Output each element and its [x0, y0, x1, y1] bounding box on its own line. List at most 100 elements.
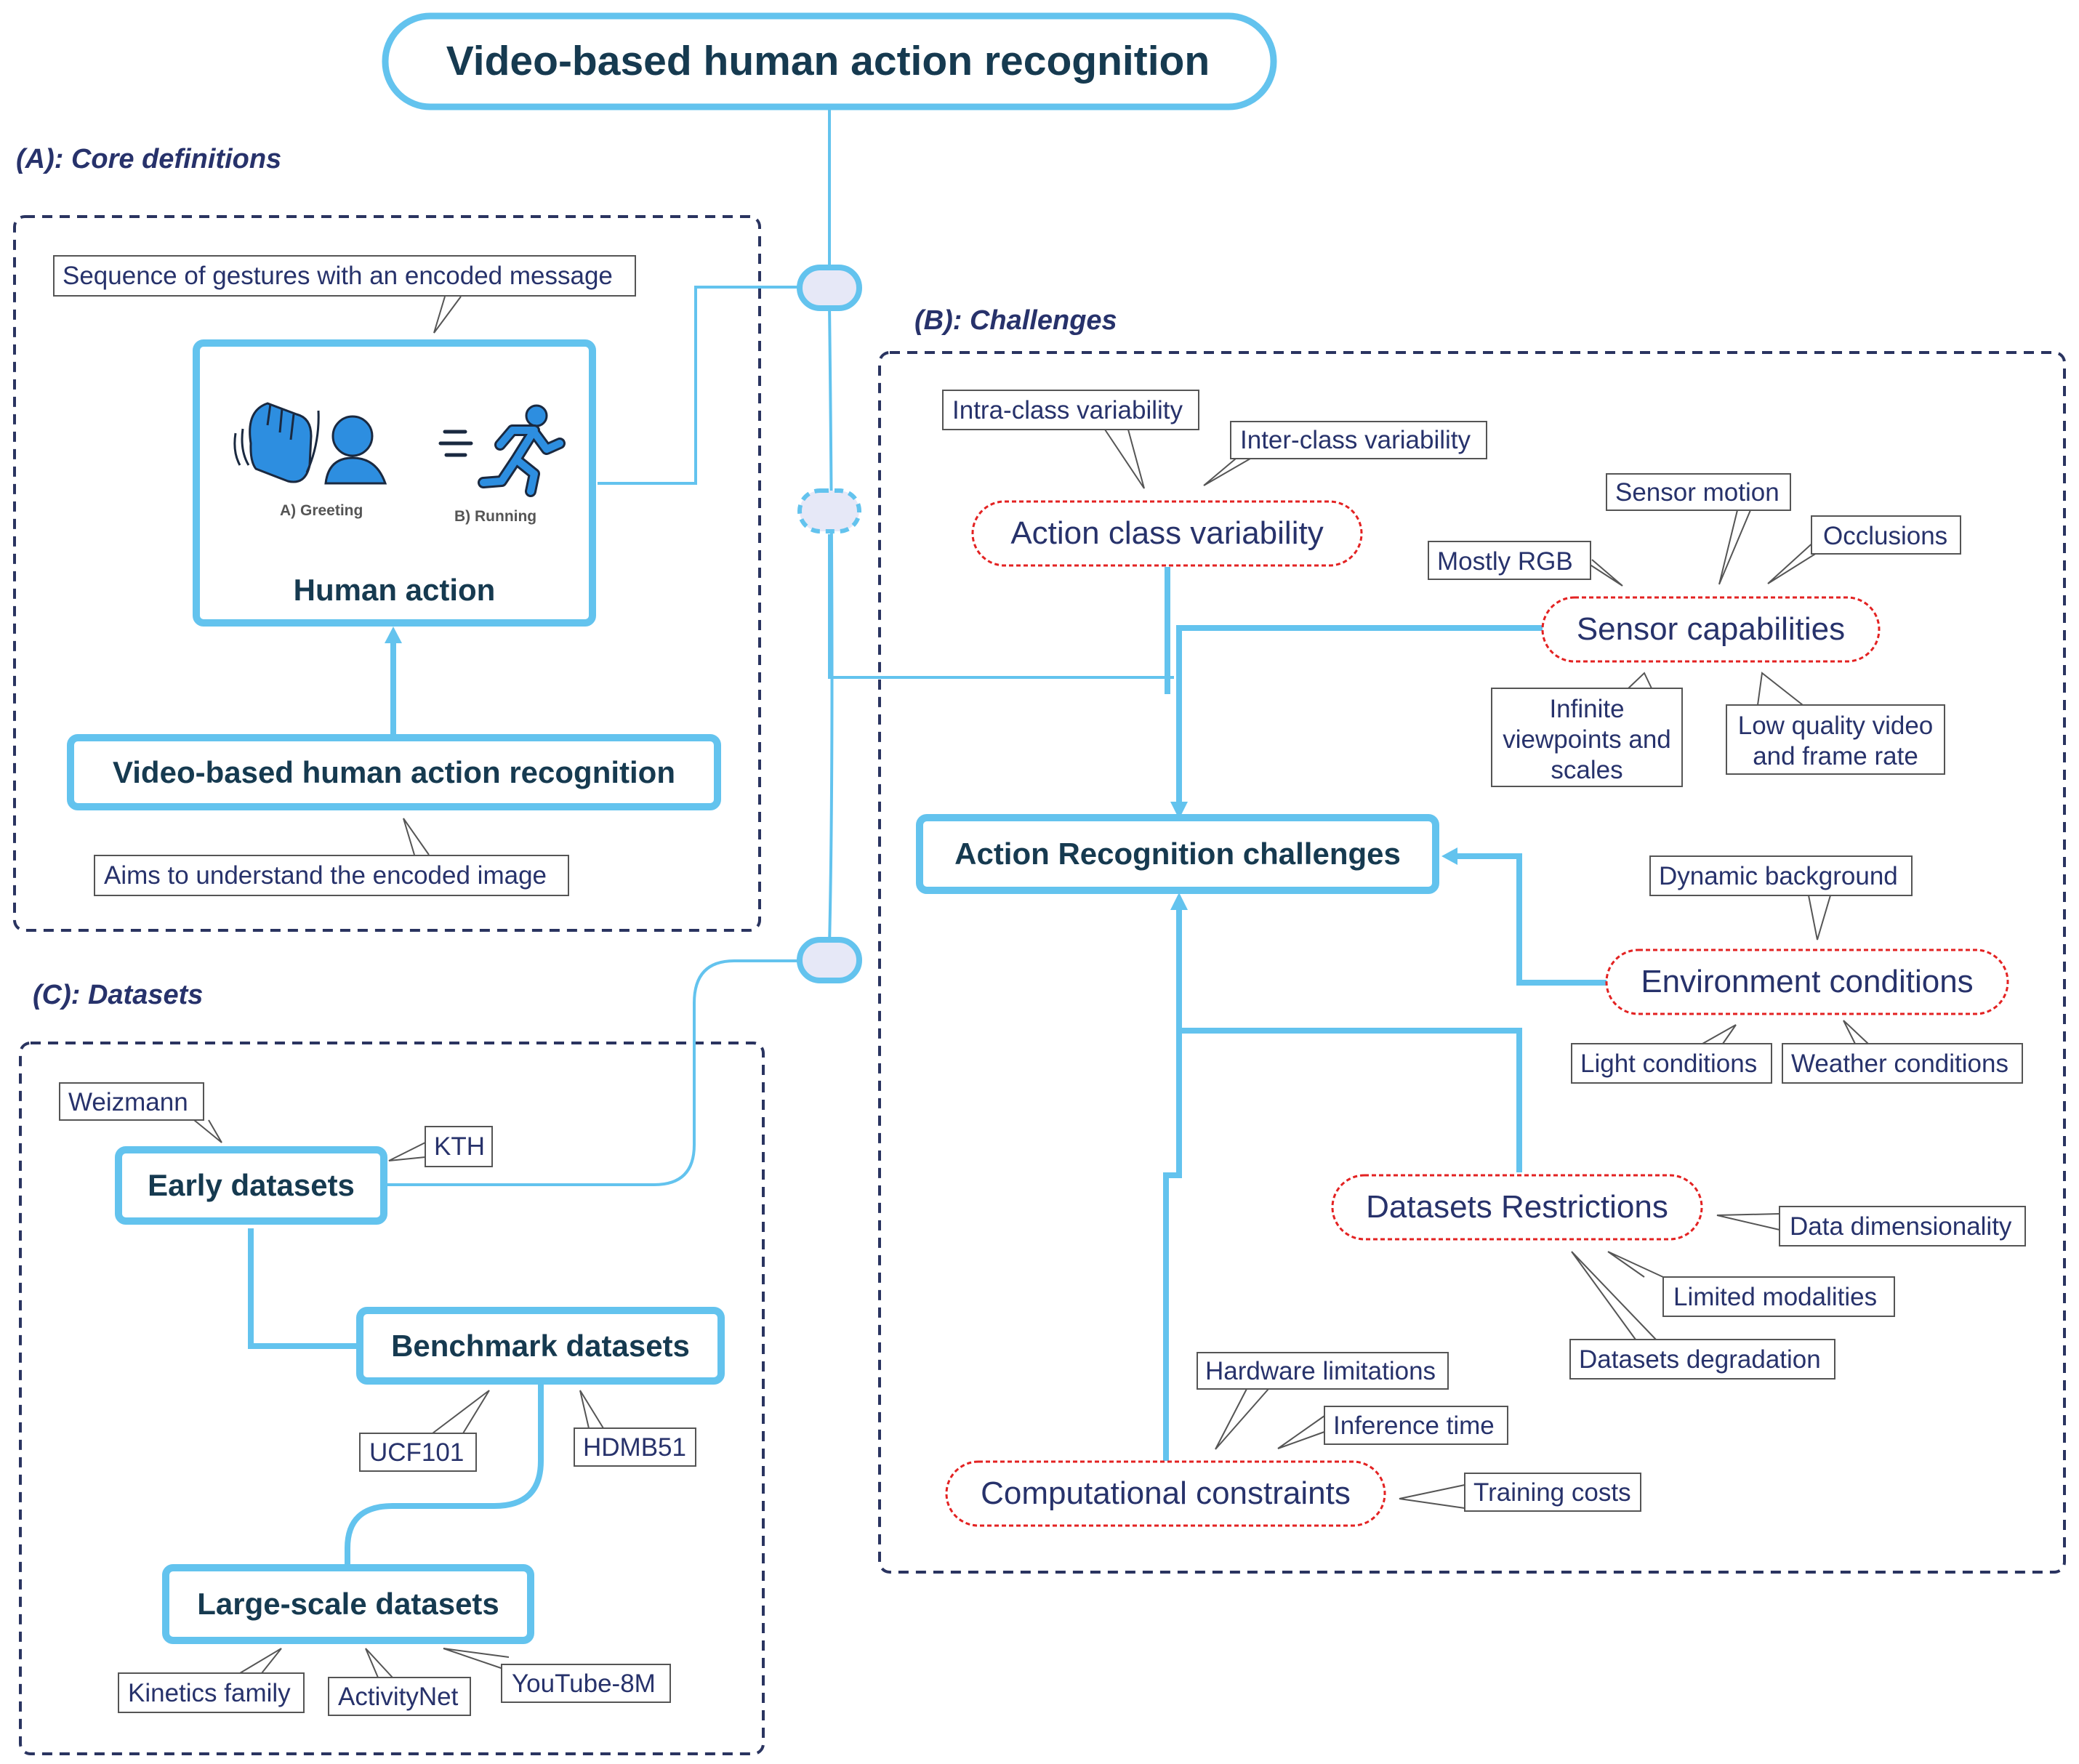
wedge-light: [1702, 1024, 1737, 1044]
callout-box-degradation: [1569, 1339, 1835, 1380]
callout-box-dynamic: [1649, 855, 1913, 896]
wedge-ucf: [432, 1390, 490, 1434]
callout-box-light: [1571, 1043, 1772, 1084]
sensor-pill: [1541, 596, 1881, 663]
section-a-frame: [13, 215, 761, 932]
callout-weizmann: Weizmann: [68, 1088, 188, 1116]
section-a-label: (A): Core definitions: [16, 144, 282, 174]
sensor-label: Sensor capabilities: [1576, 611, 1846, 647]
wedge-dynamic: [1808, 895, 1831, 941]
callout-box-hardware: [1197, 1352, 1449, 1390]
node-2-to-center: [828, 534, 1174, 679]
wedge-hdmb: [579, 1390, 604, 1429]
benchmark-label: Benchmark datasets: [391, 1328, 690, 1363]
callout-viewpoints: Infinite viewpoints and scales: [1503, 695, 1671, 784]
callout-box-dimensionality: [1779, 1206, 2026, 1247]
callout-hardware: Hardware limitations: [1205, 1357, 1436, 1385]
wedge-sensor-motion: [1718, 510, 1751, 585]
node-3-to-early: [387, 959, 800, 1186]
environment-to-center: [1447, 853, 1606, 986]
callout-inference: Inference time: [1333, 1411, 1495, 1440]
callout-mostly-rgb: Mostly RGB: [1437, 547, 1573, 576]
callout-degradation: Datasets degradation: [1579, 1345, 1821, 1374]
callout-box-mostly-rgb: [1428, 541, 1591, 580]
page-title: Video-based human action recognition: [446, 37, 1210, 84]
computational-to-center: [1163, 901, 1182, 1461]
wedge-inference: [1277, 1415, 1325, 1449]
wedge-activitynet: [365, 1648, 393, 1678]
datasets-restrictions-label: Datasets Restrictions: [1366, 1189, 1668, 1225]
greeting-caption: A) Greeting: [280, 502, 363, 519]
early-box: [115, 1146, 387, 1225]
callout-box-occlusions: [1811, 515, 1961, 555]
arrowhead-center-bottom: [1170, 893, 1188, 910]
section-b-frame: [878, 351, 2066, 1574]
callout-low-quality: Low quality video and frame rate: [1737, 712, 1934, 770]
center-box: [916, 814, 1439, 894]
callout-kinetics: Kinetics family: [128, 1679, 291, 1707]
action-class-pill: [971, 500, 1363, 567]
wedge-training: [1399, 1484, 1465, 1509]
callout-box-limited: [1662, 1276, 1895, 1317]
computational-pill: [945, 1460, 1386, 1527]
wedge-aims: [403, 818, 430, 855]
wedge-kinetics: [239, 1648, 282, 1674]
node-1-to-human-action: [598, 286, 800, 485]
environment-pill: [1605, 949, 2009, 1015]
large-scale-label: Large-scale datasets: [197, 1587, 499, 1621]
action-class-label: Action class variability: [1010, 515, 1324, 551]
title-pill: [382, 12, 1277, 110]
wedge-youtube: [443, 1648, 510, 1671]
callout-inter: Inter-class variability: [1240, 426, 1471, 454]
section-c-frame: [19, 1042, 765, 1755]
wedge-dimensionality: [1716, 1213, 1780, 1231]
callout-weather: Weather conditions: [1791, 1050, 2008, 1078]
callout-box-aims: [94, 855, 569, 896]
callout-dynamic: Dynamic background: [1659, 862, 1898, 890]
callout-youtube: YouTube-8M: [512, 1670, 656, 1698]
callout-occlusions: Occlusions: [1823, 522, 1948, 550]
callout-box-low-quality: [1726, 704, 1945, 775]
running-icon: [438, 404, 566, 497]
callout-box-hdmb: [574, 1427, 696, 1467]
callout-box-training: [1464, 1473, 1641, 1512]
vhar-box: [67, 734, 721, 810]
callout-box-sensor-motion: [1606, 473, 1791, 511]
wedge-viewpoints: [1628, 672, 1652, 689]
callout-kth: KTH: [434, 1132, 485, 1161]
wedge-limited: [1607, 1251, 1664, 1278]
large-scale-box: [162, 1564, 534, 1644]
callout-activitynet: ActivityNet: [338, 1683, 459, 1711]
wedge-sequence: [433, 296, 462, 334]
callout-intra: Intra-class variability: [952, 396, 1183, 424]
section-b-label: (B): Challenges: [914, 305, 1117, 336]
callout-sensor-motion: Sensor motion: [1615, 478, 1780, 507]
callout-box-inference: [1324, 1406, 1508, 1445]
wedge-weizmann: [193, 1119, 222, 1143]
callout-sequence: Sequence of gestures with an encoded mes…: [63, 262, 613, 290]
callout-limited: Limited modalities: [1673, 1283, 1878, 1311]
wedge-weather: [1843, 1020, 1869, 1044]
callout-aims: Aims to understand the encoded image: [104, 861, 547, 890]
computational-label: Computational constraints: [981, 1475, 1351, 1511]
early-label: Early datasets: [148, 1168, 355, 1202]
callout-box-youtube: [501, 1664, 671, 1703]
datasets-restrictions-to-center: [1176, 901, 1522, 1172]
callout-dimensionality: Data dimensionality: [1790, 1212, 2012, 1241]
callout-box-viewpoints: [1491, 688, 1683, 787]
wedge-degradation: [1571, 1251, 1657, 1340]
callout-box-kth: [425, 1126, 493, 1167]
arrowhead-center-right: [1441, 847, 1457, 865]
early-to-benchmark: [248, 1228, 361, 1349]
wedge-low-quality: [1757, 672, 1803, 706]
callout-box-weather: [1782, 1043, 2023, 1084]
wedge-intra: [1104, 429, 1145, 489]
callout-box-inter: [1230, 421, 1487, 459]
wedge-kth: [388, 1142, 426, 1161]
datasets-restrictions-pill: [1331, 1174, 1703, 1241]
running-caption: B) Running: [454, 508, 537, 525]
greeting-icon: [233, 402, 387, 485]
arrowhead-human-action: [385, 627, 402, 643]
